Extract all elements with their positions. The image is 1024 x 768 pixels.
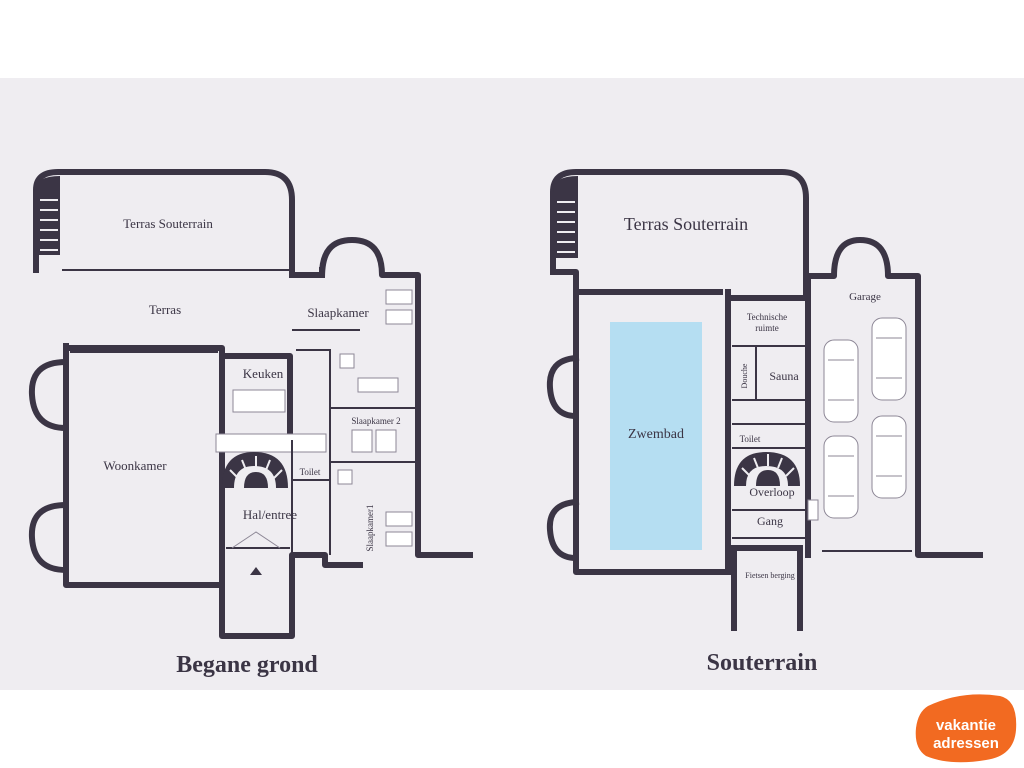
- basement-label-toilet: Toilet: [740, 434, 761, 444]
- basement-label-technische-1: Technische: [747, 312, 787, 322]
- basement-title: Souterrain: [707, 650, 818, 676]
- ground-slaapkamer-inner: [292, 329, 360, 555]
- ground-bathroom-fixture: [357, 377, 399, 393]
- basement-bay-window-bottom: [546, 498, 580, 562]
- basement-garage-cars: [823, 317, 907, 519]
- car-2: [871, 317, 907, 401]
- car-3: [823, 435, 859, 519]
- basement-service-dividers: [732, 345, 808, 449]
- ground-label-terras: Terras: [149, 302, 181, 317]
- ground-label-slaapkamer: Slaapkamer: [307, 305, 369, 320]
- ground-label-slaapkamer-1: Slaapkamer1: [365, 505, 375, 552]
- basement-gang-wall: [732, 509, 808, 539]
- basement-fietsen-berging-wall: [731, 545, 803, 631]
- basement-terras-souterrain-wall: [550, 169, 809, 295]
- ground-entrance-arrow: [250, 567, 262, 575]
- basement-label-zwembad: Zwembad: [628, 427, 684, 442]
- basement-pool: [610, 322, 702, 550]
- basement-label-overloop: Overloop: [749, 485, 794, 499]
- ground-label-hal-entree: Hal/entree: [243, 507, 297, 522]
- car-4: [871, 415, 907, 499]
- ground-hal-door-swing: [231, 531, 281, 549]
- ground-bed-1a: [385, 289, 413, 305]
- logo-blob-shape: [915, 694, 1017, 763]
- car-1: [823, 339, 859, 423]
- ground-bay-window-bottom: [28, 501, 70, 574]
- ground-bed-2b: [375, 429, 397, 453]
- ground-slaapkamer2-wall: [330, 407, 418, 463]
- logo-text-line2: adressen: [933, 735, 999, 752]
- basement-terras-lower: [550, 269, 723, 295]
- basement-label-fietsen-berging: Fietsen berging: [745, 571, 794, 580]
- basement-garage-dome: [805, 237, 983, 558]
- ground-bay-window-top: [28, 358, 70, 432]
- basement-spiral-stair-overloop: [734, 452, 800, 486]
- basement-label-gang: Gang: [757, 514, 783, 528]
- basement-gang-door: [807, 499, 819, 521]
- basement-spiral-stair-top: [553, 176, 578, 258]
- ground-label-toilet: Toilet: [300, 467, 321, 477]
- ground-label-terras-souterrain: Terras Souterrain: [123, 216, 213, 231]
- ground-keuken-wall: [219, 353, 293, 443]
- basement-bay-window-top: [546, 354, 580, 420]
- ground-label-woonkamer: Woonkamer: [103, 458, 167, 473]
- logo-text-line1: vakantie: [936, 717, 996, 734]
- ground-kitchen-counter: [215, 433, 327, 453]
- basement-service-wall: [725, 295, 809, 575]
- ground-label-keuken: Keuken: [243, 366, 284, 381]
- ground-toilet-fixture-2: [337, 469, 353, 485]
- ground-bed-2a: [351, 429, 373, 453]
- vakantie-adressen-logo[interactable]: vakantie adressen: [915, 694, 1017, 763]
- ground-spiral-stair-top: [36, 176, 60, 255]
- ground-terras-souterrain-wall: [33, 169, 295, 278]
- basement-floor-plan: Terras Souterrain Garage Technische ruim…: [546, 169, 983, 676]
- ground-slaapkamer-dome: [318, 237, 473, 558]
- basement-label-sauna: Sauna: [769, 369, 799, 383]
- basement-label-technische-2: ruimte: [755, 323, 779, 333]
- ground-bed-3a: [385, 511, 413, 527]
- ground-kitchen-island: [232, 389, 286, 413]
- ground-label-slaapkamer-2: Slaapkamer 2: [351, 416, 400, 426]
- ground-bed-1b: [385, 309, 413, 325]
- basement-label-garage: Garage: [849, 291, 881, 303]
- basement-label-terras-souterrain: Terras Souterrain: [624, 214, 748, 234]
- ground-floor-title: Begane grond: [176, 652, 318, 678]
- ground-floor-plan: Terras Souterrain Terras Slaapkamer Keuk…: [28, 169, 473, 678]
- ground-bed-3b: [385, 531, 413, 547]
- ground-toilet-fixture-1: [339, 353, 355, 369]
- basement-label-douche: Douche: [740, 363, 749, 388]
- ground-toilet-wall: [291, 440, 330, 555]
- ground-spiral-stair-hal: [222, 452, 288, 488]
